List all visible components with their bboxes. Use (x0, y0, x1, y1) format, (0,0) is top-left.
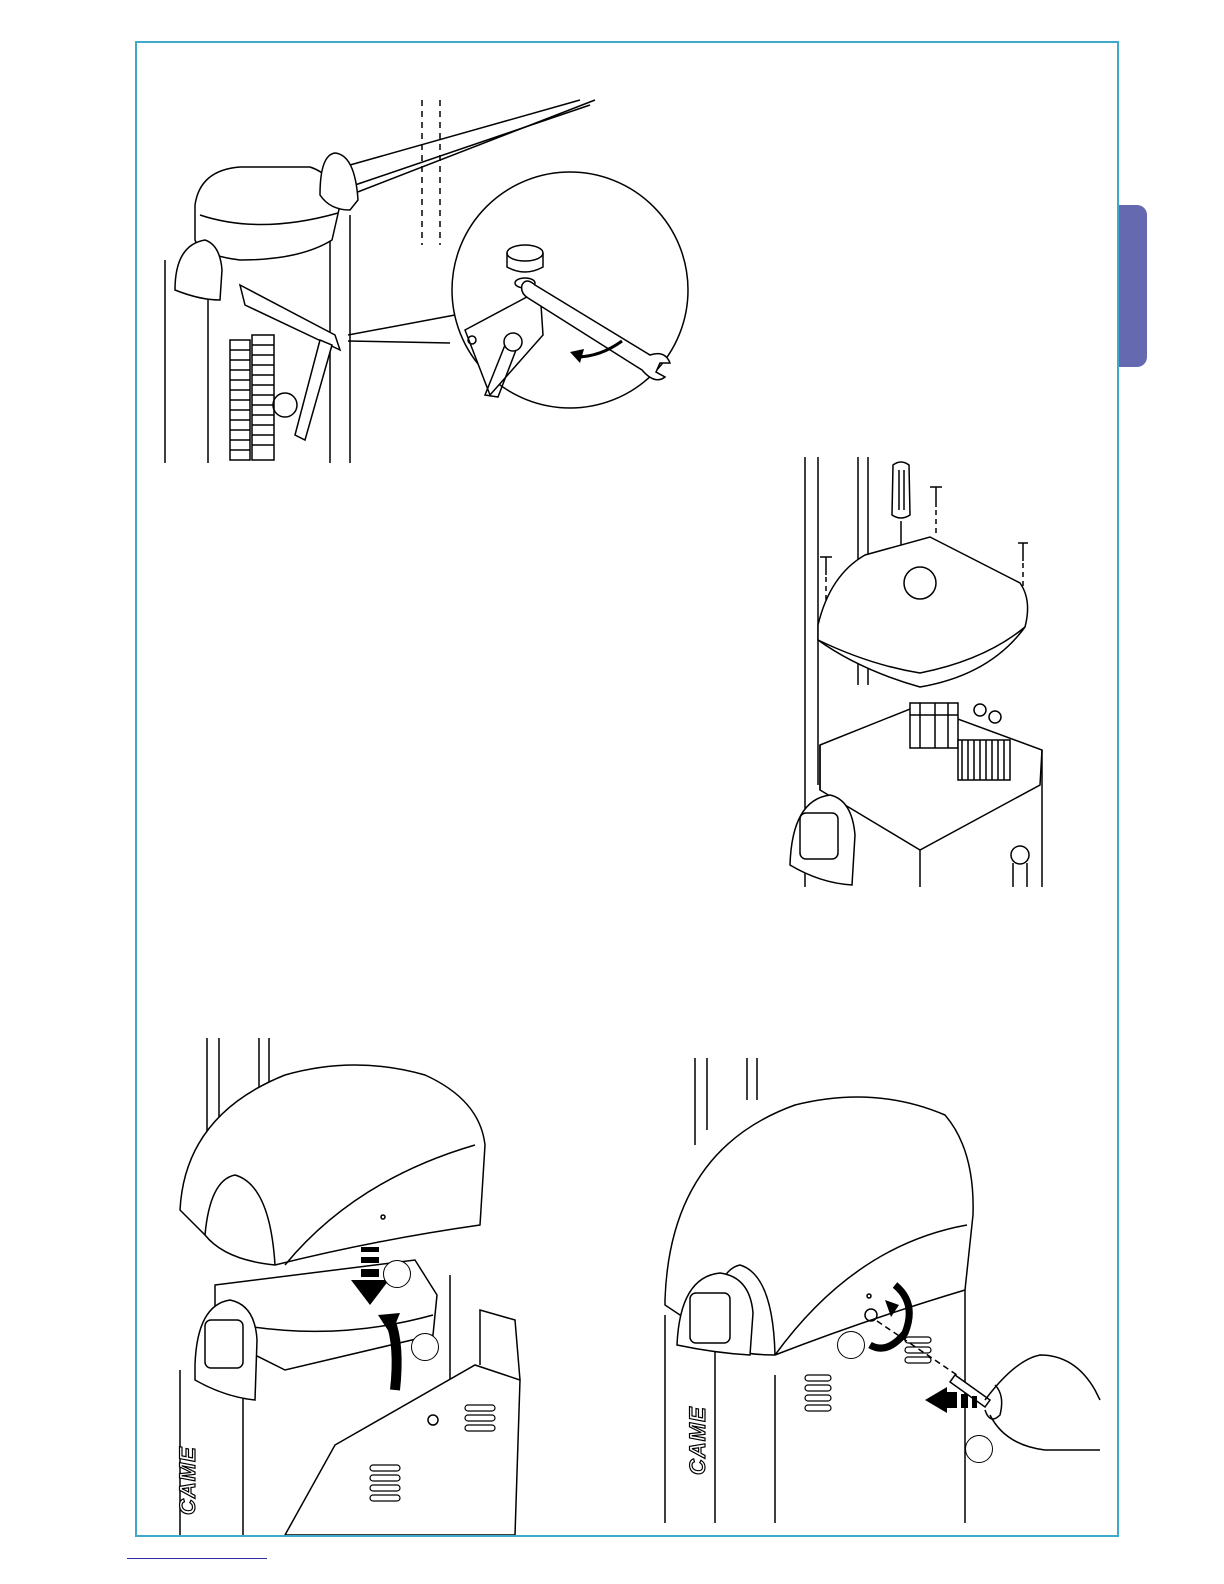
language-side-tab[interactable] (1119, 205, 1147, 367)
step-callout-2 (965, 1435, 993, 1463)
step-callout-1 (837, 1331, 865, 1359)
step-callout-2 (411, 1333, 439, 1361)
brand-logo: CAME (685, 1406, 710, 1475)
figure-control-board-cover (770, 455, 1055, 890)
figure-fit-housing-cover: CAME (175, 1035, 555, 1535)
footer-rule (127, 1558, 267, 1559)
brand-logo: CAME (175, 1446, 200, 1515)
figure-spring-nut (160, 95, 700, 465)
step-callout-1 (383, 1260, 411, 1288)
figure-lock-housing: CAME (655, 1055, 1105, 1525)
